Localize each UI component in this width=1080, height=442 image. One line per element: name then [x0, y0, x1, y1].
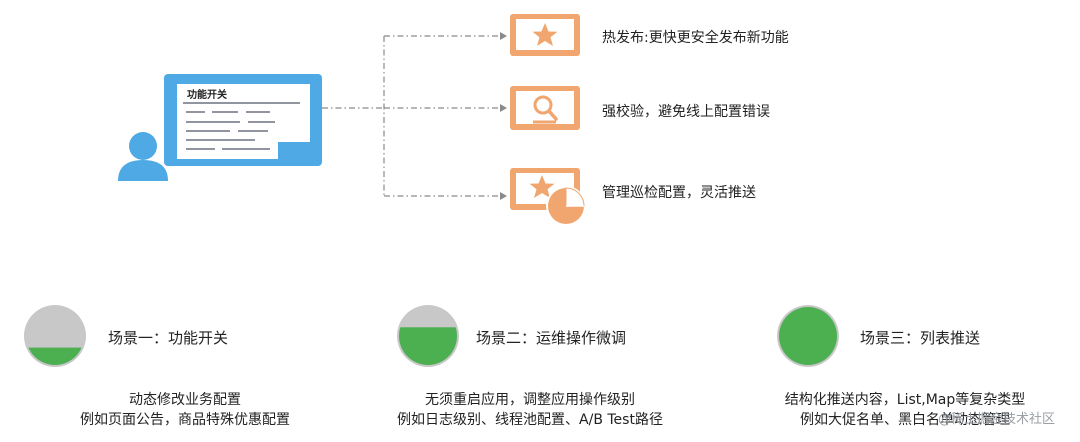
star-monitor-icon	[510, 14, 580, 56]
scene-2-desc-line2: 例如日志级别、线程池配置、A/B Test路径	[397, 412, 663, 428]
star-monitor-pie-icon	[510, 168, 586, 226]
scene-1-desc-line1: 动态修改业务配置	[129, 392, 241, 408]
scene-1-label: 场景一：功能开关	[108, 329, 229, 347]
scene-2-description: 无须重启应用，调整应用操作级别 例如日志级别、线程池配置、A/B Test路径	[360, 390, 700, 430]
scene-1-desc-line2: 例如页面公告，商品特殊优惠配置	[80, 412, 290, 428]
scene-2-desc-line1: 无须重启应用，调整应用操作级别	[425, 392, 635, 408]
user-icon	[118, 132, 168, 181]
scene-1-description: 动态修改业务配置 例如页面公告，商品特殊优惠配置	[30, 390, 340, 430]
screen-title: 功能开关	[187, 90, 227, 101]
scene-1-fill-level	[26, 347, 84, 365]
scene-3-desc-line2: 例如大促名单、黑白名单动态管理	[800, 412, 1010, 428]
scene-3-description: 结构化推送内容，List,Map等复杂类型 例如大促名单、黑白名单动态管理	[735, 390, 1075, 430]
monitor-icon	[164, 74, 322, 166]
scene-2-fill-level	[399, 327, 457, 365]
feature-hot-release-text: 热发布:更快更安全发布新功能	[602, 30, 789, 46]
feature-inspection-text: 管理巡检配置，灵活推送	[602, 185, 756, 201]
scene-3-desc-line1: 结构化推送内容，List,Map等复杂类型	[784, 392, 1026, 408]
scene-2-label: 场景二：运维操作微调	[476, 329, 627, 347]
scene-3-label: 场景三：列表推送	[860, 329, 981, 347]
connector-lines	[322, 35, 500, 197]
watermark-text: @稀土掘金技术社区	[938, 412, 1056, 427]
scene-3-fill-level	[779, 307, 837, 365]
magnifier-monitor-icon	[510, 86, 580, 130]
feature-strong-validation-text: 强校验，避免线上配置错误	[602, 104, 770, 120]
scene-2-bowl-icon	[397, 305, 459, 367]
scene-1-bowl-icon	[24, 305, 86, 367]
scene-3-bowl-icon	[777, 305, 839, 367]
arrowheads	[500, 32, 507, 200]
